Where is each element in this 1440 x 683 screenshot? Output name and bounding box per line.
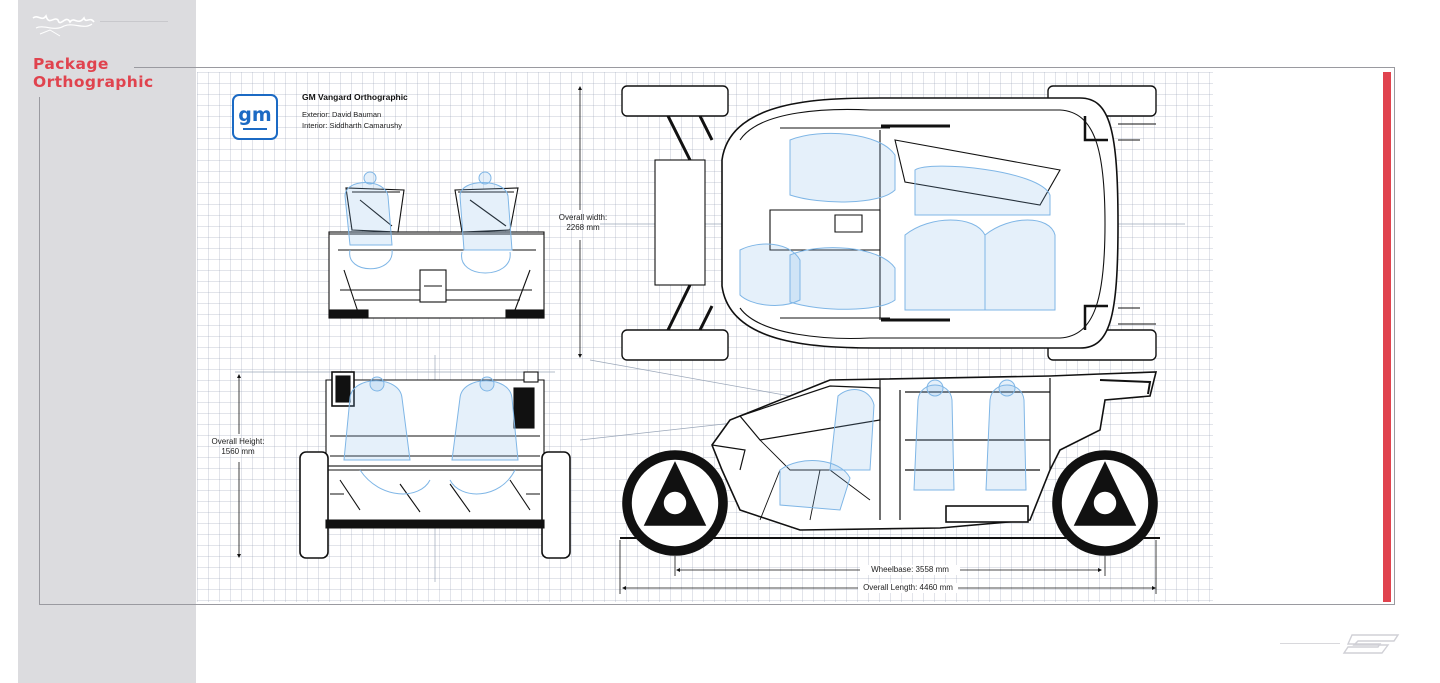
overall-height-value: 1560 mm (221, 447, 255, 456)
overall-length-label: Overall Length: 4460 mm (858, 583, 958, 593)
title-rule (134, 67, 1395, 68)
frame-bottom-rule (39, 604, 1395, 605)
brand-mark-icon (1342, 634, 1400, 654)
overall-width-label: Overall width: (558, 213, 608, 222)
accent-bar (1383, 72, 1391, 602)
frame-left-rule (39, 97, 40, 605)
wheelbase-label: Wheelbase: 3558 mm (860, 565, 960, 575)
drawing-title: GM Vangard Orthographic (302, 92, 408, 102)
page-title-line1: Package (33, 55, 109, 73)
page-title: Package Orthographic (33, 55, 154, 91)
interior-credit: Interior: Siddharth Camarushy (302, 121, 403, 130)
front-view-occupants (344, 171, 513, 274)
overall-width-value: 2268 mm (566, 223, 600, 232)
rear-view (299, 371, 571, 559)
frame-right-rule (1394, 67, 1395, 605)
sidebar-panel (18, 0, 196, 683)
overall-height-label: Overall Height: (211, 437, 265, 446)
top-view (621, 85, 1157, 361)
side-view (620, 371, 1160, 539)
brand-rule (1280, 643, 1340, 644)
overall-width-dimension: Overall width: 2268 mm (554, 213, 612, 233)
side-view-wheels (622, 450, 1158, 556)
top-view-occupants (739, 132, 1056, 311)
exterior-credit: Exterior: David Bauman (302, 110, 382, 119)
gm-logo-text: gm (238, 104, 272, 126)
gm-logo-icon: gm (232, 94, 278, 140)
side-view-occupants (779, 379, 1027, 511)
dimension-lines (237, 86, 1157, 594)
rear-view-occupants (343, 376, 519, 495)
page-title-line2: Orthographic (33, 72, 154, 91)
overall-height-dimension: Overall Height: 1560 mm (206, 437, 270, 457)
signature-rule (100, 21, 168, 22)
signature-logo-icon (32, 14, 95, 37)
